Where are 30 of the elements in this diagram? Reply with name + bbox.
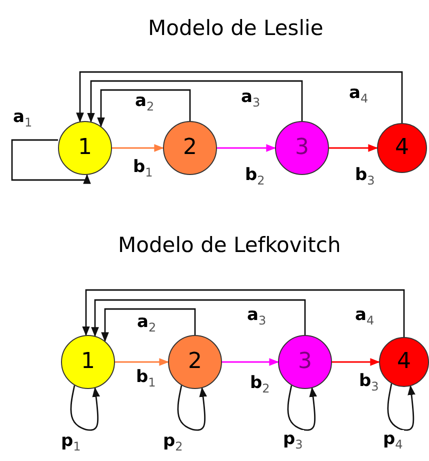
arrow [70,385,100,431]
edge-label: b$_{3}$ [358,372,380,394]
arrow [115,358,169,366]
arrow [329,144,378,152]
arrow [177,385,207,431]
arrow [217,144,276,152]
edge-label: p$_{3}$ [282,430,304,452]
state-circle: 2 [168,335,222,389]
arrow [91,299,306,337]
heading: Modelo de Lefkovitch [118,233,341,257]
state-circle: 1 [61,335,115,389]
state-circle: 3 [278,335,332,389]
arrow [87,80,303,123]
arrow [76,71,403,123]
arrow [101,308,196,342]
arrow [11,139,91,184]
heading: Modelo de Leslie [148,16,324,40]
arrow [387,384,416,431]
arrow [112,144,164,152]
arrow [82,289,405,337]
arrow [332,358,380,366]
arrow [287,385,317,431]
state-circle: 1 [58,121,112,175]
state-circle: 2 [163,121,217,175]
arrow [222,358,279,366]
state-circle: 4 [377,123,427,173]
arrow [97,89,191,128]
edge-label: b$_{3}$ [354,166,376,188]
state-circle: 3 [275,121,329,175]
state-circle: 4 [379,337,429,387]
